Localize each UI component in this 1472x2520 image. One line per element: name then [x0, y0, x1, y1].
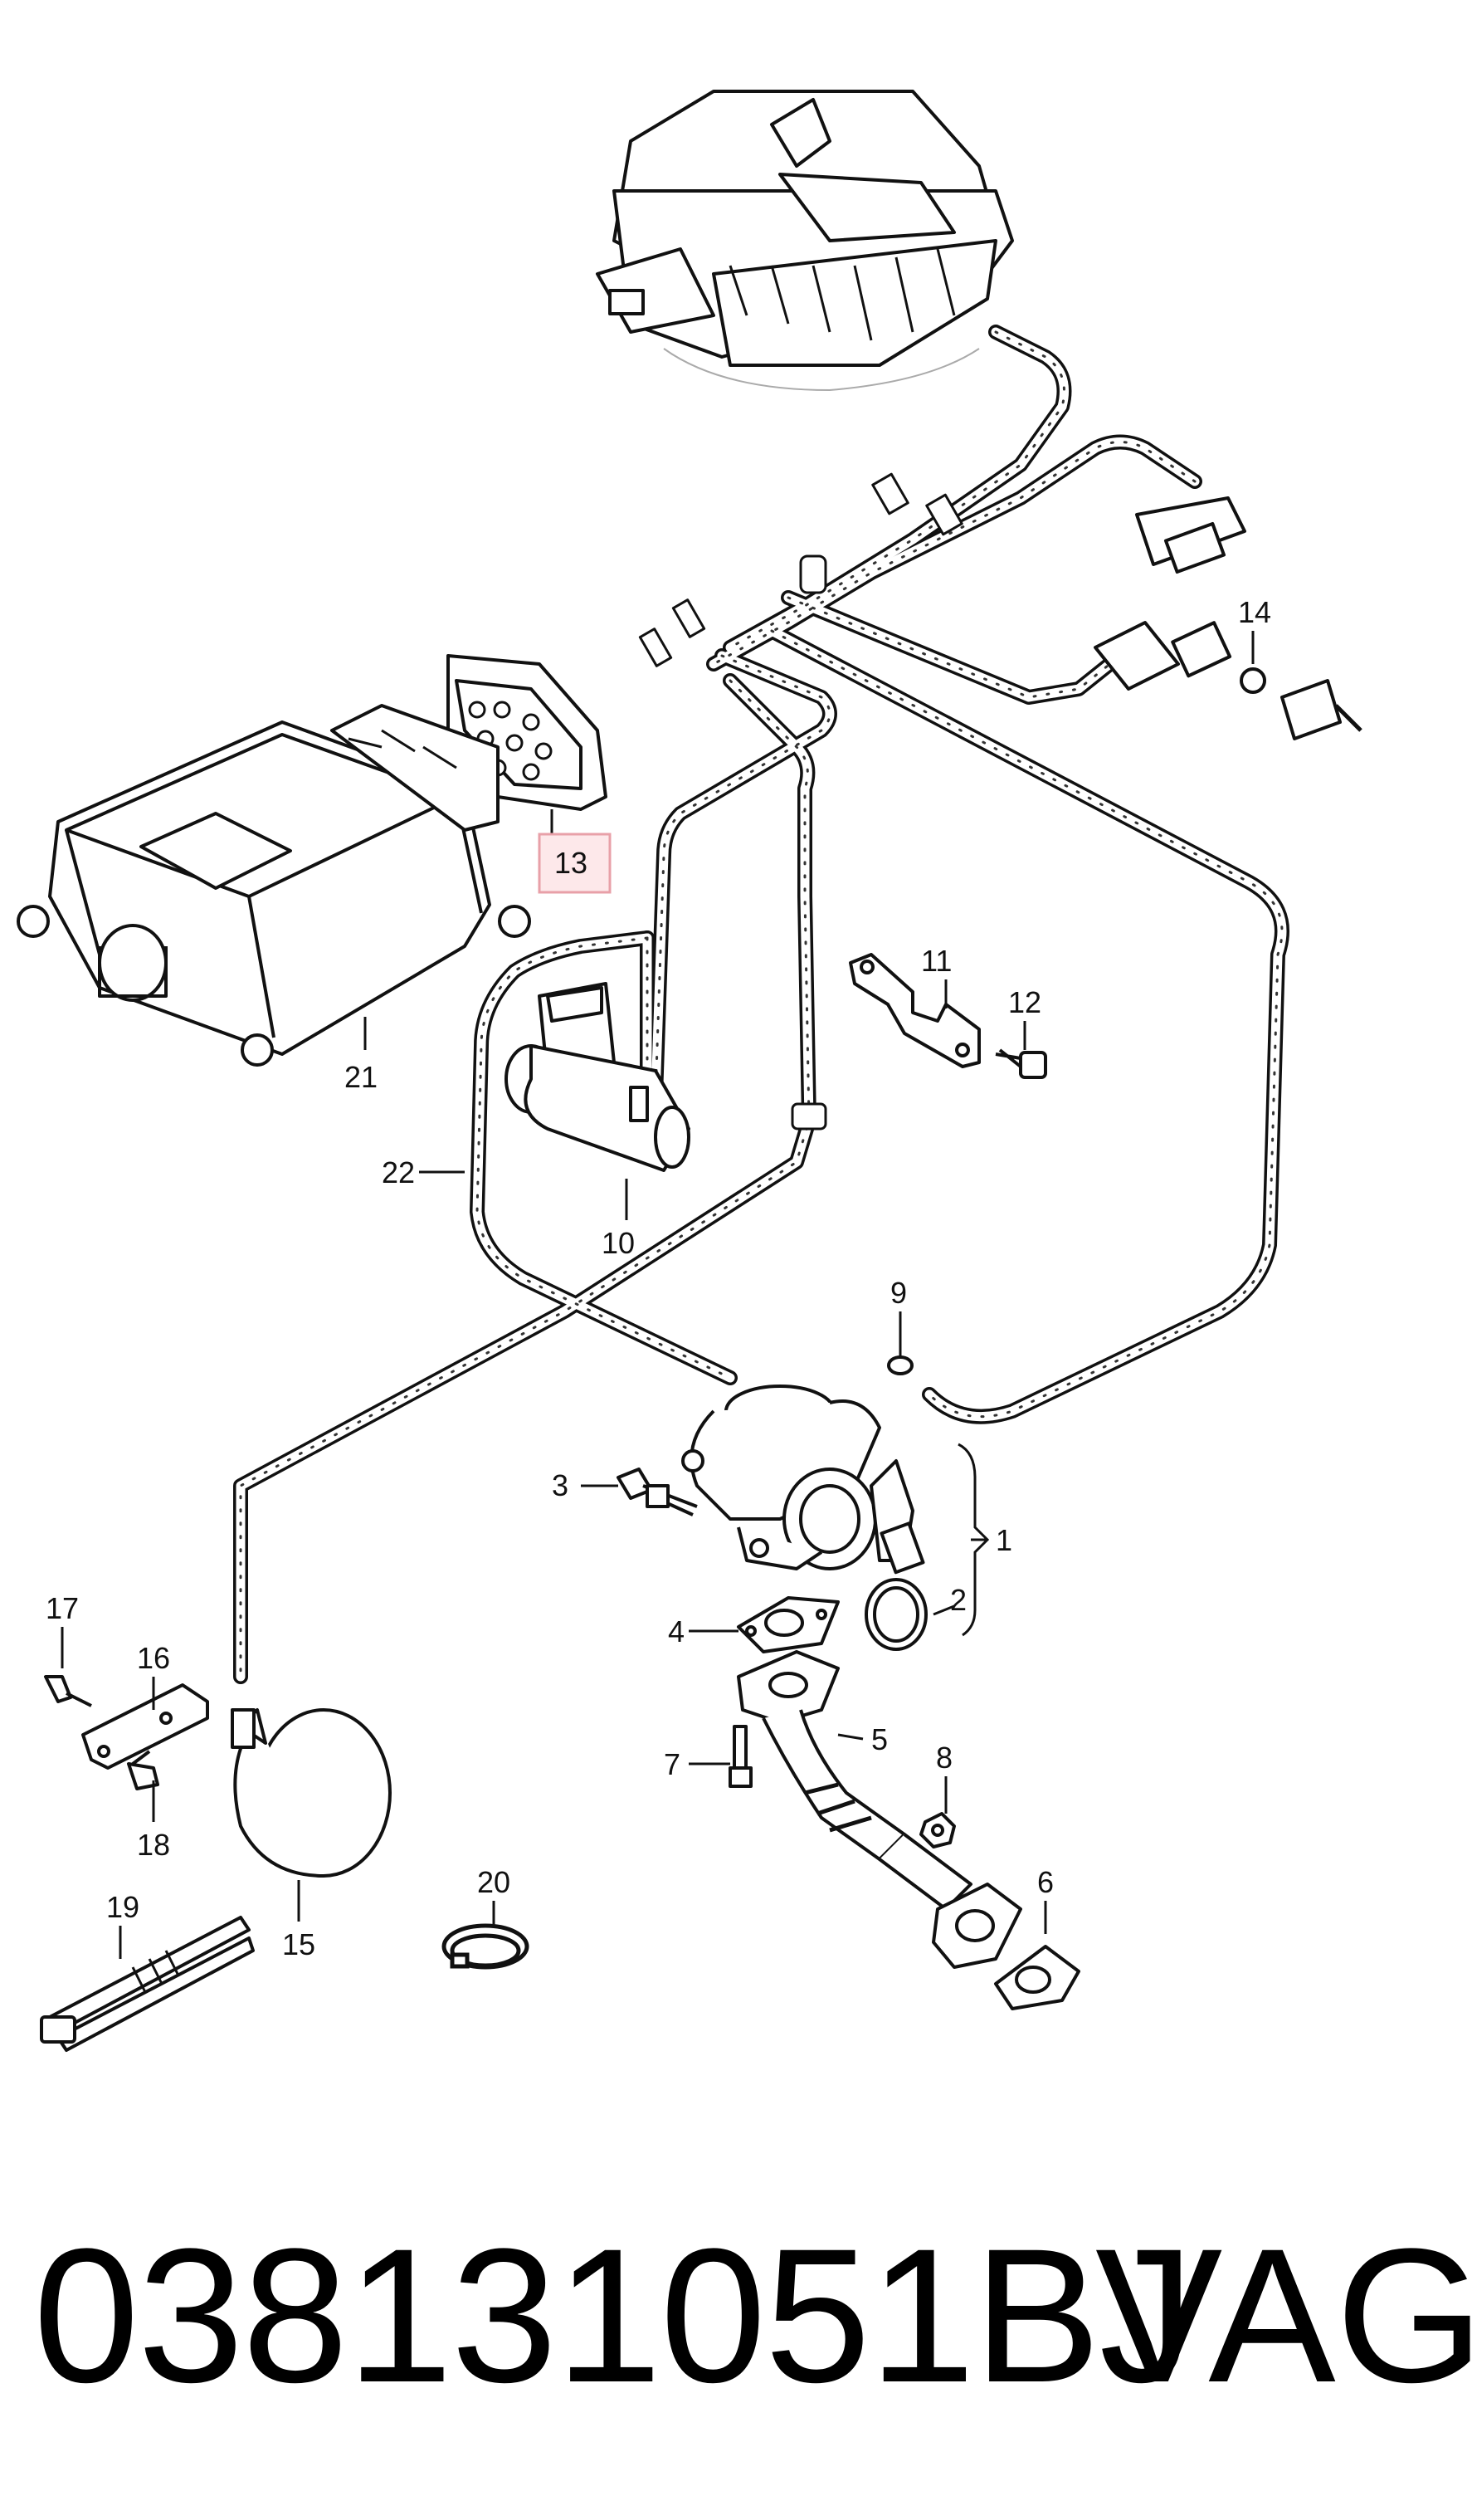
brand-name: VAG — [1095, 2209, 1472, 2422]
callout-2: 2 — [950, 1583, 967, 1617]
part-17-bolt — [44, 1675, 92, 1707]
part-7-bolt — [729, 1725, 753, 1788]
part-11-bracket — [849, 953, 981, 1068]
callout-6: 6 — [1037, 1865, 1054, 1899]
callout-4: 4 — [668, 1614, 685, 1648]
part-3-bolt — [617, 1468, 698, 1516]
callout-19: 19 — [106, 1890, 139, 1924]
callout-17: 17 — [46, 1591, 79, 1625]
callout-9: 9 — [890, 1276, 907, 1310]
callout-10: 10 — [602, 1226, 635, 1260]
callout-7: 7 — [664, 1747, 680, 1781]
part-18-bolt — [127, 1750, 159, 1790]
part-20-hose-clamp — [441, 1923, 529, 1970]
callout-5: 5 — [871, 1722, 888, 1756]
leader-lines — [61, 631, 1255, 1959]
part-5-egr-pipe — [737, 1650, 972, 1911]
callout-14: 14 — [1238, 595, 1271, 629]
callout-1: 1 — [996, 1523, 1012, 1557]
vacuum-hoses — [233, 325, 1289, 1684]
callout-22: 22 — [382, 1155, 415, 1189]
part-2-o-ring — [865, 1578, 928, 1651]
callout-15: 15 — [282, 1927, 315, 1961]
part-number: 038131051BJ — [33, 2209, 1195, 2422]
callout-3: 3 — [552, 1468, 568, 1502]
part-19-cable-ties — [40, 1916, 255, 2052]
callout-13[interactable]: 13 — [554, 846, 587, 880]
callout-20: 20 — [477, 1865, 510, 1899]
callout-18: 18 — [137, 1828, 170, 1862]
part-1-egr-valve — [681, 1385, 925, 1575]
callouts: 1 2 3 4 5 6 7 8 9 10 11 12 13 14 15 16 1… — [46, 595, 1271, 1961]
callout-16: 16 — [137, 1641, 170, 1675]
part-16-bracket — [81, 1683, 209, 1770]
callout-13-highlight[interactable]: 13 — [538, 833, 612, 894]
air-filter-housing — [596, 90, 1014, 391]
callout-12: 12 — [1008, 985, 1041, 1019]
callout-8: 8 — [936, 1741, 953, 1775]
callout-21: 21 — [344, 1060, 378, 1094]
part-4-gasket — [737, 1596, 840, 1653]
part-9-clamp — [887, 1355, 914, 1375]
part-14-connector — [1094, 496, 1362, 740]
part-12-bolt — [995, 1048, 1047, 1079]
part-8-nut — [919, 1812, 956, 1848]
part-21-control-unit — [17, 704, 531, 1067]
part-10-solenoid-valve — [504, 982, 690, 1172]
callout-11: 11 — [921, 944, 952, 978]
part-15-vacuum-reservoir — [231, 1708, 392, 1878]
part-6-flange-gasket — [932, 1883, 1080, 2010]
